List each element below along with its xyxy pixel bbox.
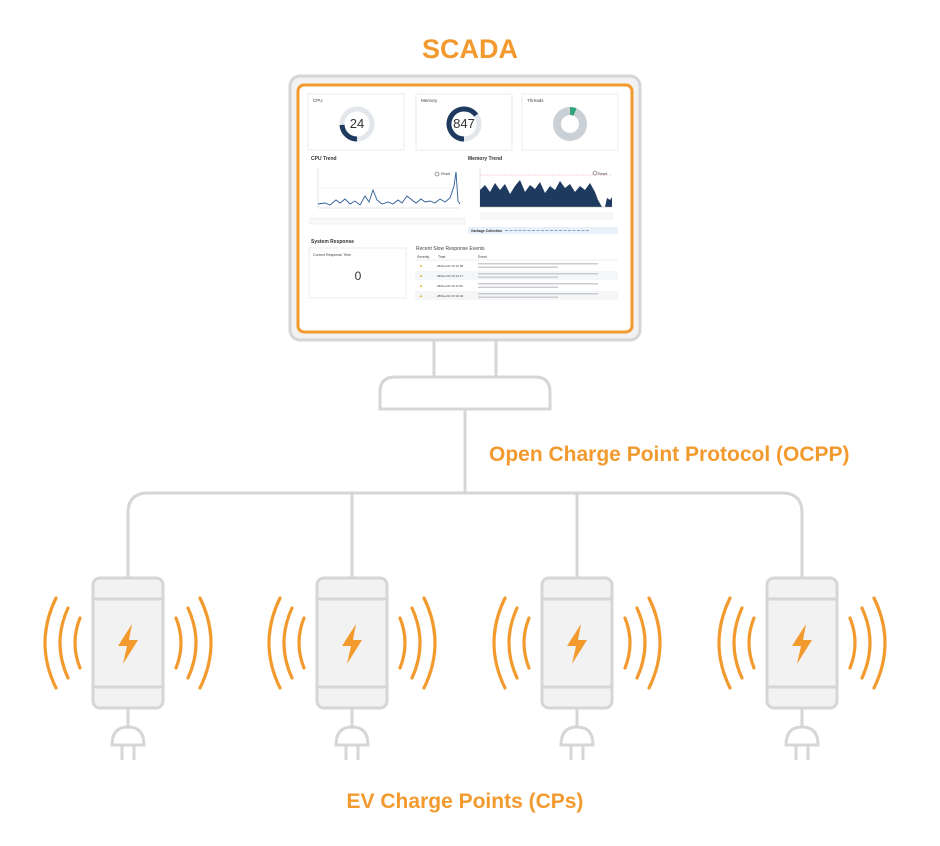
plug-icon: [784, 725, 820, 760]
cpu-value: 24: [350, 116, 364, 131]
signal-waves-left: [717, 596, 756, 690]
col-time: Time: [438, 255, 446, 259]
svg-text:28/Nov/22 16:12:08: 28/Nov/22 16:12:08: [437, 264, 464, 268]
threads-donut-slice: [569, 107, 577, 116]
system-response-panel: System Response Current Response Time 0: [308, 239, 407, 299]
scada-title: SCADA: [422, 34, 518, 64]
memory-value: 847: [453, 116, 475, 131]
svg-text:28/Nov/22 16:12:17: 28/Nov/22 16:12:17: [437, 274, 464, 278]
system-response-value: 0: [355, 269, 362, 283]
memory-label: Memory: [421, 98, 438, 103]
slow-events-table: Recent Slow Response Events Severity Tim…: [415, 246, 618, 300]
cpu-trend-panel: CPU Trend Reset: [309, 156, 466, 225]
memory-trend-panel: Memory Trend Reset Garbage Collection: [468, 156, 618, 234]
memory-trend-reset[interactable]: Reset: [598, 172, 607, 176]
lightning-bolt-icon: [342, 624, 362, 664]
memory-trend-area: [480, 180, 602, 207]
signal-waves-right: [848, 596, 887, 690]
cpu-trend-zoom-icon[interactable]: [434, 171, 440, 177]
system-response-sub: Current Response Time: [313, 253, 351, 257]
dashboard: CPU 24 Memory 847 Threads CPU Trend: [307, 93, 619, 300]
memory-card: Memory 847: [415, 93, 513, 151]
system-response-label: System Response: [311, 239, 354, 245]
svg-text:28/Nov/22 16:11:56: 28/Nov/22 16:11:56: [437, 284, 463, 288]
col-severity: Severity: [417, 255, 430, 259]
cpu-trend-reset[interactable]: Reset: [441, 172, 450, 176]
cpu-trend-line: [317, 171, 461, 206]
threads-card: Threads: [521, 93, 619, 151]
plug-icon: [334, 725, 370, 760]
col-event: Event: [478, 255, 487, 259]
signal-waves-left: [267, 596, 306, 690]
ocpp-label: Open Charge Point Protocol (OCPP): [489, 443, 850, 466]
ocpp-network-lines: [126, 409, 804, 578]
charge-point: [492, 576, 662, 760]
svg-text:28/Nov/22 16:10:49: 28/Nov/22 16:10:49: [437, 294, 464, 298]
plug-icon: [110, 725, 146, 760]
table-row: ▲ 28/Nov/22 16:12:17: [415, 271, 618, 280]
svg-text:▲: ▲: [419, 263, 423, 268]
cpu-label: CPU: [313, 98, 323, 103]
gc-text: Garbage Collection: [471, 229, 502, 233]
lightning-bolt-icon: [567, 624, 587, 664]
signal-waves-right: [174, 596, 213, 690]
svg-text:▲: ▲: [419, 273, 423, 278]
cpu-card: CPU 24: [307, 93, 405, 151]
table-row: ▲ 28/Nov/22 16:11:56: [415, 281, 618, 290]
memory-gauge-arc: [446, 106, 479, 142]
charge-point: [43, 576, 213, 760]
charge-point: [267, 576, 437, 760]
charge-points-label: EV Charge Points (CPs): [347, 790, 584, 813]
signal-waves-left: [43, 596, 82, 690]
signal-waves-left: [492, 596, 531, 690]
monitor-base: [378, 375, 552, 411]
lightning-bolt-icon: [118, 624, 138, 664]
cpu-trend-label: CPU Trend: [311, 156, 337, 162]
charge-point: [717, 576, 887, 760]
svg-text:▲: ▲: [419, 293, 423, 298]
plug-icon: [559, 725, 595, 760]
slow-events-label: Recent Slow Response Events: [416, 246, 485, 252]
svg-text:▲: ▲: [419, 283, 423, 288]
signal-waves-right: [623, 596, 662, 690]
lightning-bolt-icon: [792, 624, 812, 664]
table-row: ▲ 28/Nov/22 16:12:08: [415, 261, 618, 270]
threads-label: Threads: [527, 98, 544, 103]
table-row: ▲ 28/Nov/22 16:10:49: [415, 291, 618, 300]
memory-trend-zoom-icon[interactable]: [592, 170, 598, 176]
memory-trend-label: Memory Trend: [468, 156, 502, 162]
signal-waves-right: [398, 596, 437, 690]
cpu-gauge-arc: [339, 124, 358, 142]
